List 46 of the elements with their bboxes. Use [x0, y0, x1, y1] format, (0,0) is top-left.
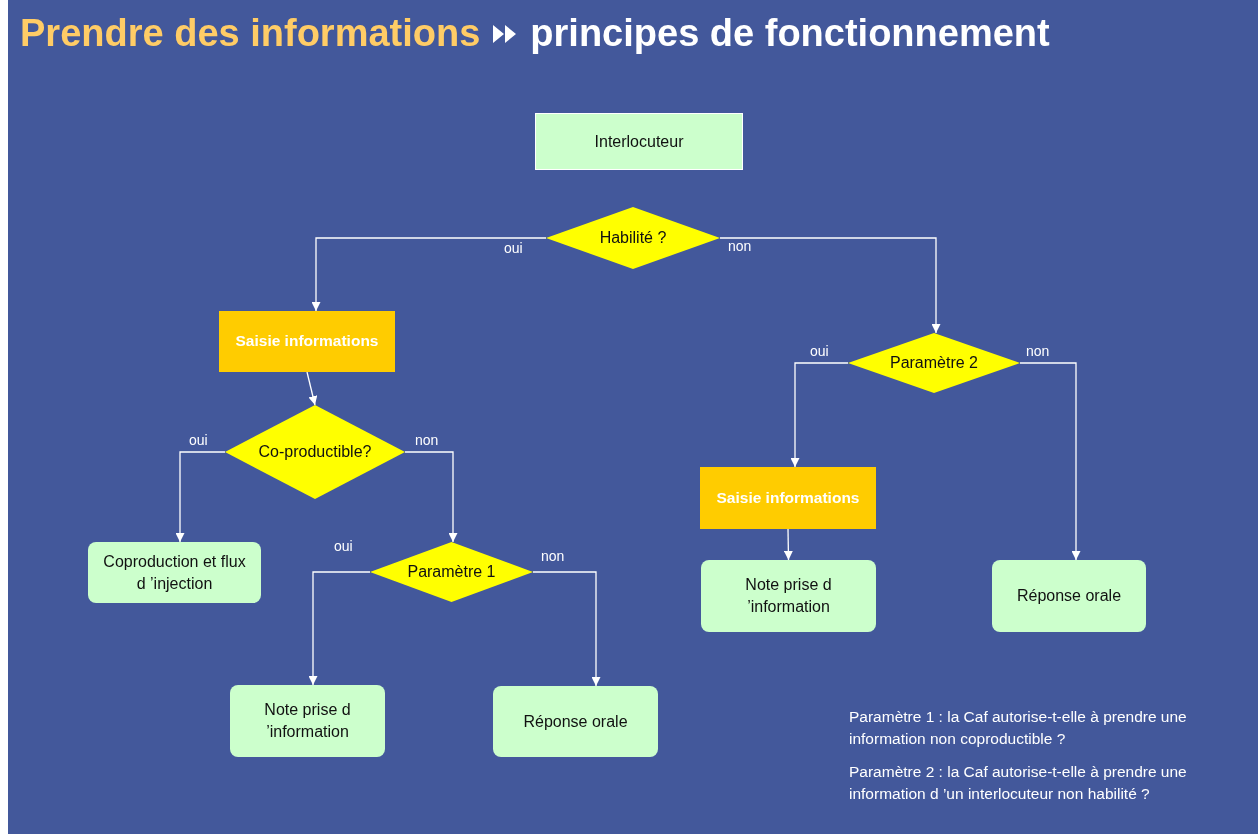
arrow — [532, 571, 601, 687]
arrow — [308, 571, 371, 686]
arrow — [790, 362, 849, 468]
result-box — [88, 542, 261, 603]
action-box — [219, 311, 395, 372]
decision-diamond — [370, 542, 533, 602]
node-label: Paramètre 1 — [407, 562, 496, 583]
note-text: Paramètre 2 : la Caf autorise-t-elle à prendre une information d ’un interlocuteur non habilité ? — [849, 762, 1188, 805]
start-box — [535, 113, 743, 170]
node-label: Réponse orale — [1015, 586, 1123, 607]
action-box — [700, 467, 876, 529]
node-label: Réponse orale — [522, 711, 629, 732]
node-label: Paramètre 2 — [889, 353, 978, 374]
edge-label: oui — [334, 538, 353, 554]
node-label: Note prise d ’information — [263, 700, 352, 742]
decision-diamond — [546, 207, 720, 269]
arrow — [719, 237, 941, 334]
result-box — [230, 685, 385, 757]
arrow — [311, 237, 547, 312]
arrow — [175, 451, 226, 543]
arrow — [306, 371, 318, 406]
node-label: Interlocuteur — [594, 131, 684, 152]
decision-diamond — [848, 333, 1020, 393]
arrow — [404, 451, 458, 543]
edge-label: oui — [189, 432, 208, 448]
slide-title: Prendre des informations — [20, 12, 481, 55]
result-box — [701, 560, 876, 632]
slide-subtitle: principes de fonctionnement — [530, 12, 1050, 55]
arrow — [1019, 362, 1081, 561]
result-box — [493, 686, 658, 757]
edge-label: non — [1026, 343, 1050, 359]
arrow — [783, 528, 793, 561]
node-label: Saisie informations — [235, 331, 379, 352]
edge-label: non — [541, 548, 565, 564]
node-label: Saisie informations — [716, 487, 860, 508]
edge-label: non — [728, 238, 752, 254]
edge-label: oui — [810, 343, 829, 359]
result-box — [992, 560, 1146, 632]
node-label: Coproduction et flux d ’injection — [102, 551, 247, 594]
node-label: Co-productible? — [258, 442, 372, 463]
decision-diamond — [225, 405, 405, 499]
edge-label: non — [415, 432, 439, 448]
edge-label: oui — [504, 240, 523, 256]
node-label: Habilité ? — [599, 228, 667, 249]
note-text: Paramètre 1 : la Caf autorise-t-elle à prendre une information non coproductible ? — [849, 707, 1188, 750]
node-label: Note prise d ’information — [744, 575, 833, 617]
